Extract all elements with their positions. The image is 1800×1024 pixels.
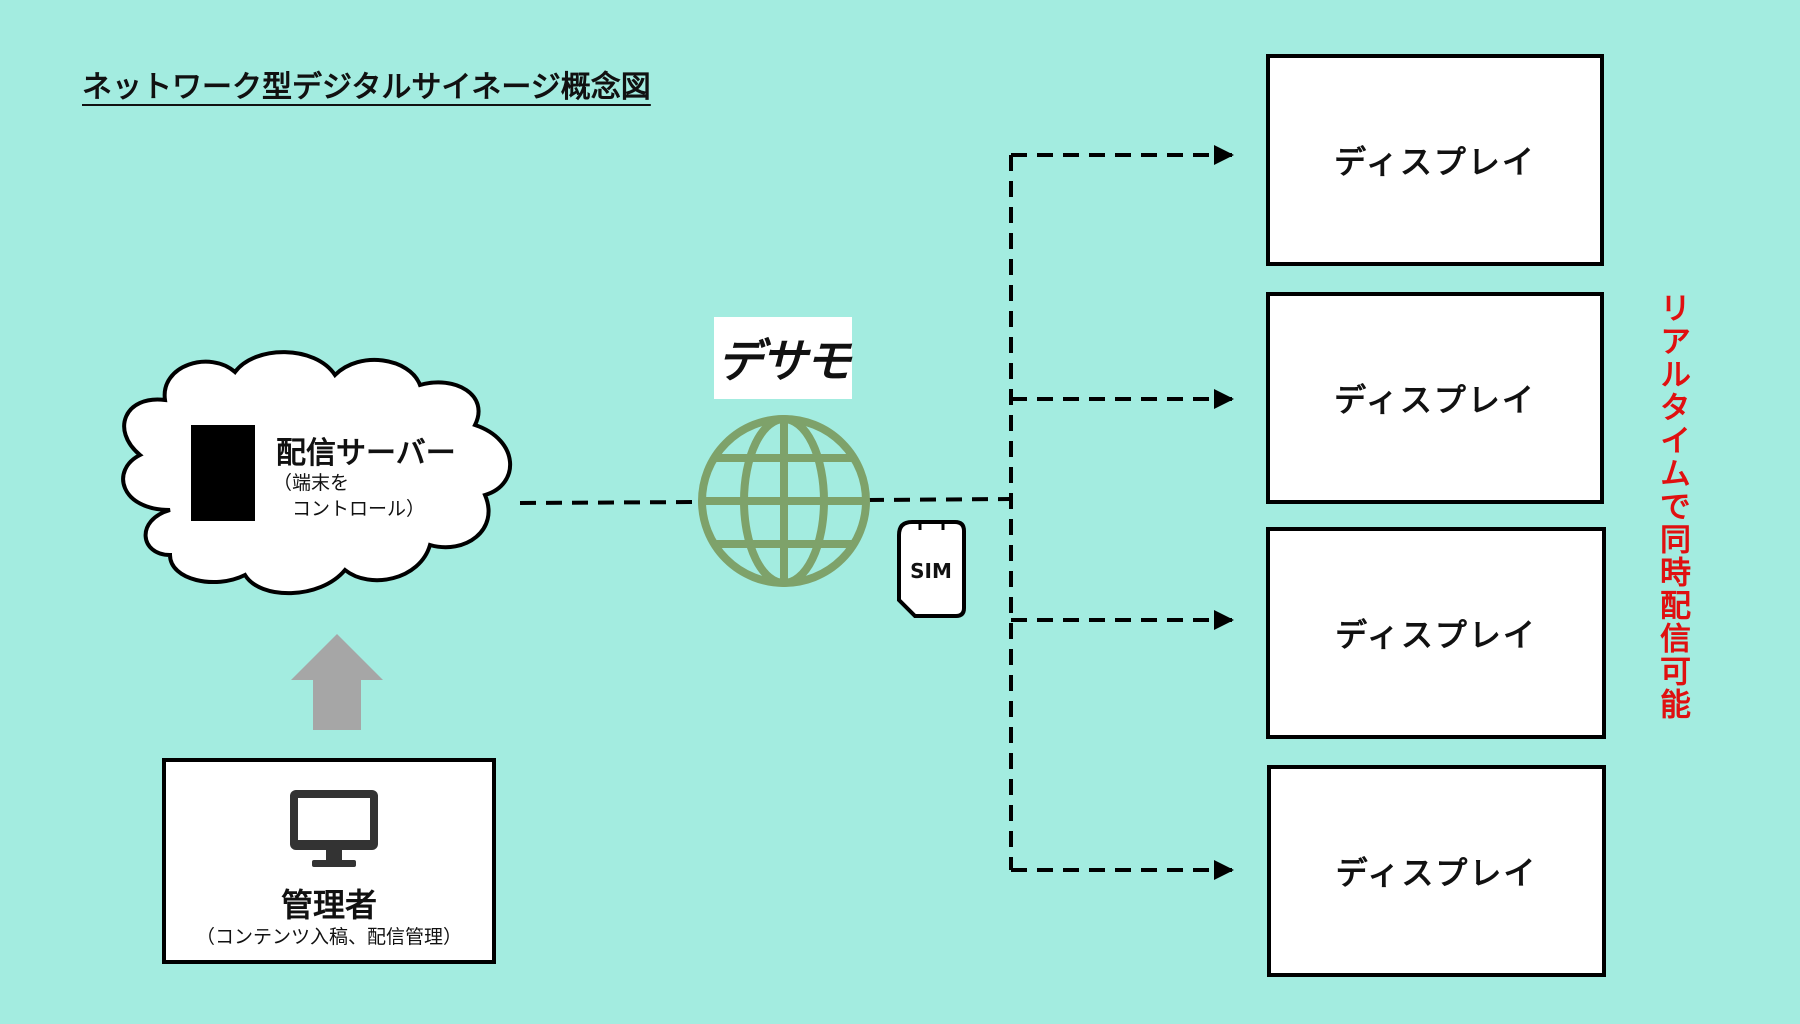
display-box-4: ディスプレイ [1267, 765, 1606, 977]
server-device-icon [191, 425, 255, 521]
up-arrow-icon [291, 634, 383, 730]
server-subtitle: （端末を コントロール） [273, 472, 426, 520]
admin-subtitle: （コンテンツ入稿、配信管理） [195, 926, 462, 948]
display-box-3: ディスプレイ [1266, 527, 1606, 739]
sim-card-icon: SIM [897, 520, 966, 618]
display-box-1: ディスプレイ [1266, 54, 1604, 266]
connection-globe-branch [867, 497, 1011, 502]
display-label: ディスプレイ [1334, 381, 1536, 419]
globe-icon [698, 415, 870, 587]
cloud-icon [121, 350, 512, 596]
display-label: ディスプレイ [1335, 854, 1538, 892]
logo-text: デサモ [717, 334, 851, 388]
connection-server-globe [519, 500, 701, 505]
realtime-note: リアルタイムで同時配信可能 [1654, 292, 1690, 721]
display-label: ディスプレイ [1335, 616, 1537, 654]
sim-label: SIM [910, 559, 952, 583]
diagram-title: ネットワーク型デジタルサイネージ概念図 [82, 70, 651, 105]
admin-title: 管理者 [280, 886, 377, 924]
monitor-icon [290, 790, 378, 867]
display-box-2: ディスプレイ [1266, 292, 1604, 504]
display-label: ディスプレイ [1334, 143, 1536, 181]
server-title: 配信サーバー [276, 436, 456, 471]
admin-box: 管理者 （コンテンツ入稿、配信管理） [162, 758, 496, 964]
desamo-logo: デサモ [714, 317, 852, 399]
